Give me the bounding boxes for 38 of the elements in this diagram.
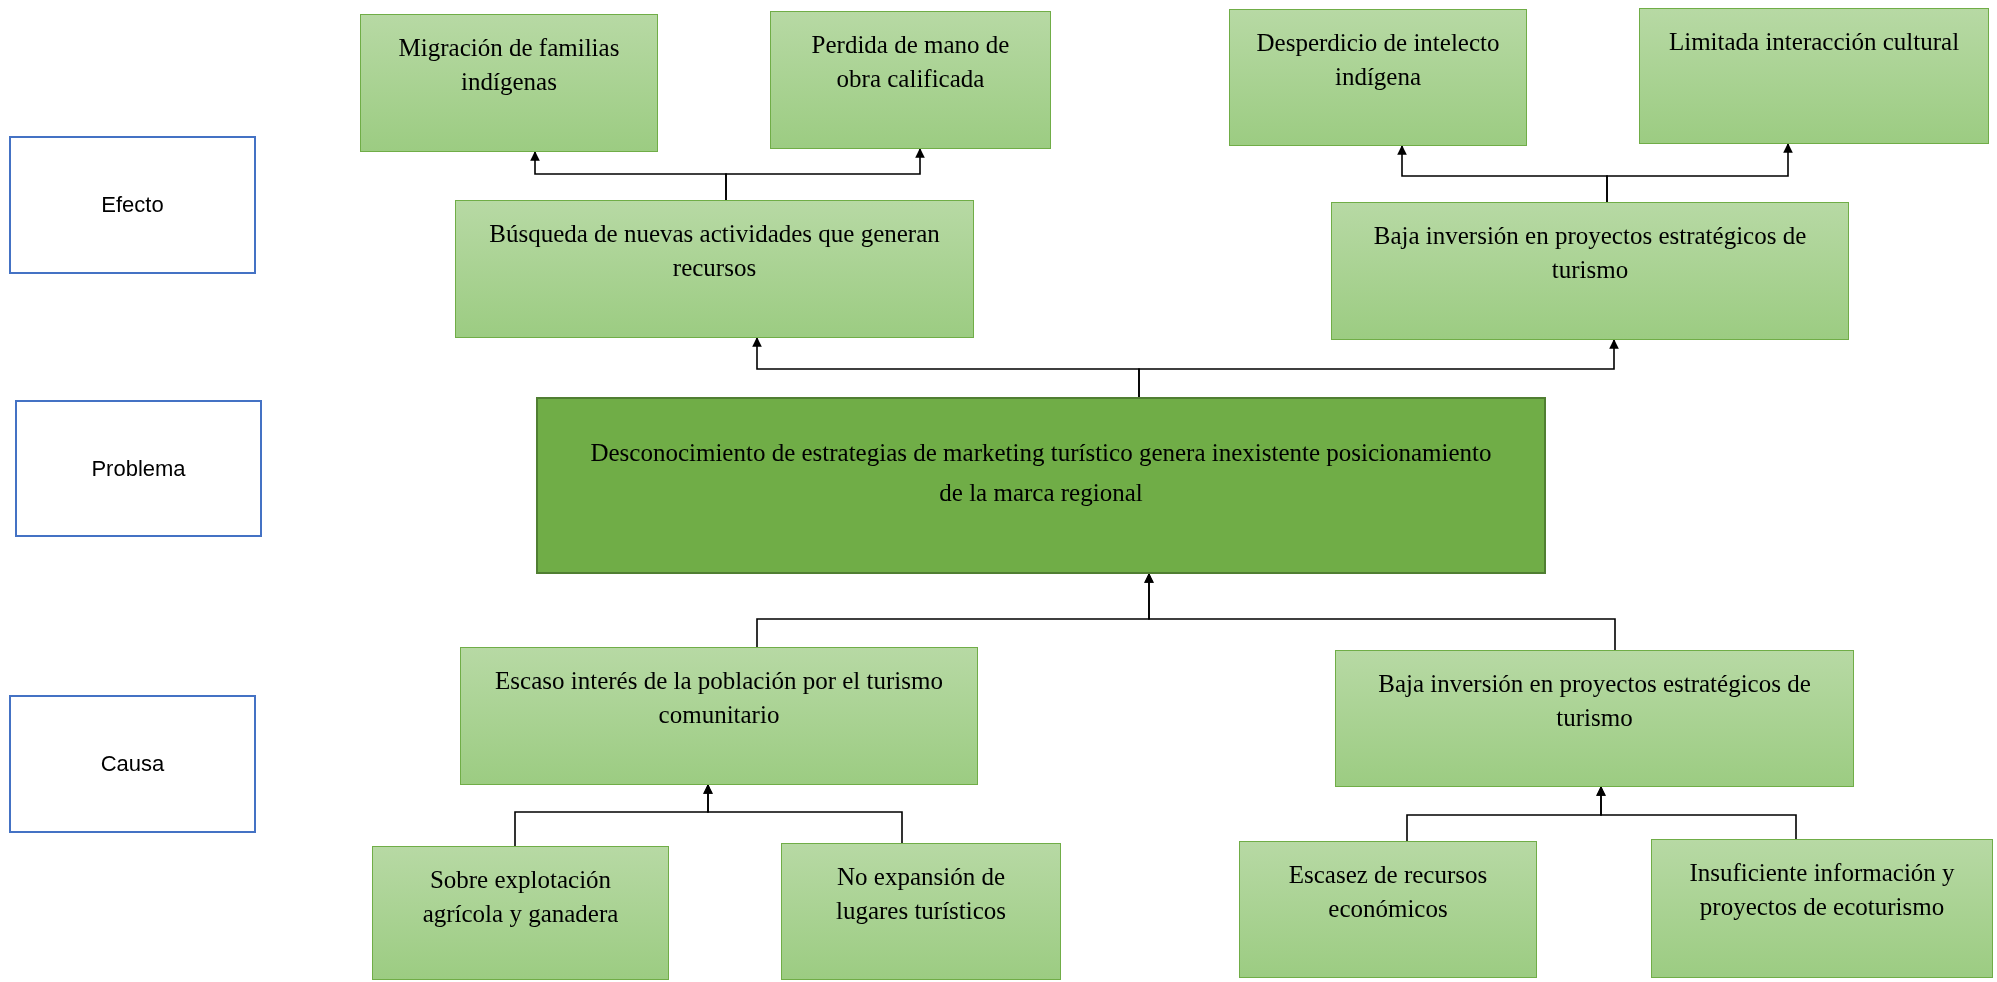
box-text: Insuficiente información y proyectos de ecoturismo <box>1688 858 1956 922</box>
tree-box <box>460 647 978 785</box>
box-text: Causa <box>100 751 165 777</box>
connector-arrow <box>1144 573 1616 651</box>
box-text: Desconocimiento de estrategias de marketing turístico genera inexistente posicionamiento de la marca regional <box>589 438 1493 508</box>
connector-arrow <box>1596 786 1797 840</box>
box-text: Migración de familias indígenas <box>397 33 621 97</box>
tree-box <box>1229 9 1527 146</box>
tree-box <box>455 200 974 338</box>
row-label-box <box>9 136 256 274</box>
tree-box <box>1651 839 1993 978</box>
problem-box <box>536 397 1546 574</box>
box-text: Baja inversión en proyectos estratégicos de turismo <box>1372 221 1808 285</box>
box-text: Sobre explotación agrícola y ganadera <box>421 865 620 929</box>
tree-box <box>1639 8 1989 144</box>
row-label-box <box>9 695 256 833</box>
tree-box <box>1239 841 1537 978</box>
box-text: Limitada interacción cultural <box>1668 27 1960 57</box>
tree-box <box>360 14 658 152</box>
connector-arrow <box>1606 143 1793 203</box>
box-text: Escaso interés de la población por el turismo comunitario <box>494 666 944 730</box>
box-text: Baja inversión en proyectos estratégicos de turismo <box>1377 669 1812 733</box>
connector-arrow <box>1138 339 1619 398</box>
box-text: Desperdicio de intelecto indígena <box>1255 28 1501 92</box>
box-text: Escasez de recursos económicos <box>1287 860 1489 924</box>
tree-box <box>372 846 669 980</box>
tree-box <box>1331 202 1849 340</box>
connector-arrow <box>725 148 925 201</box>
row-label-box <box>15 400 262 537</box>
box-text: Problema <box>91 455 186 482</box>
tree-box <box>781 843 1061 980</box>
box-text: Búsqueda de nuevas actividades que generan recursos <box>488 219 941 283</box>
box-text: Perdida de mano de obra calificada <box>810 30 1011 94</box>
box-text: Efecto <box>101 192 164 218</box>
box-text: No expansión de lugares turísticos <box>834 862 1008 926</box>
tree-box <box>1335 650 1854 787</box>
connector-arrow <box>703 784 903 844</box>
tree-box <box>770 11 1051 149</box>
